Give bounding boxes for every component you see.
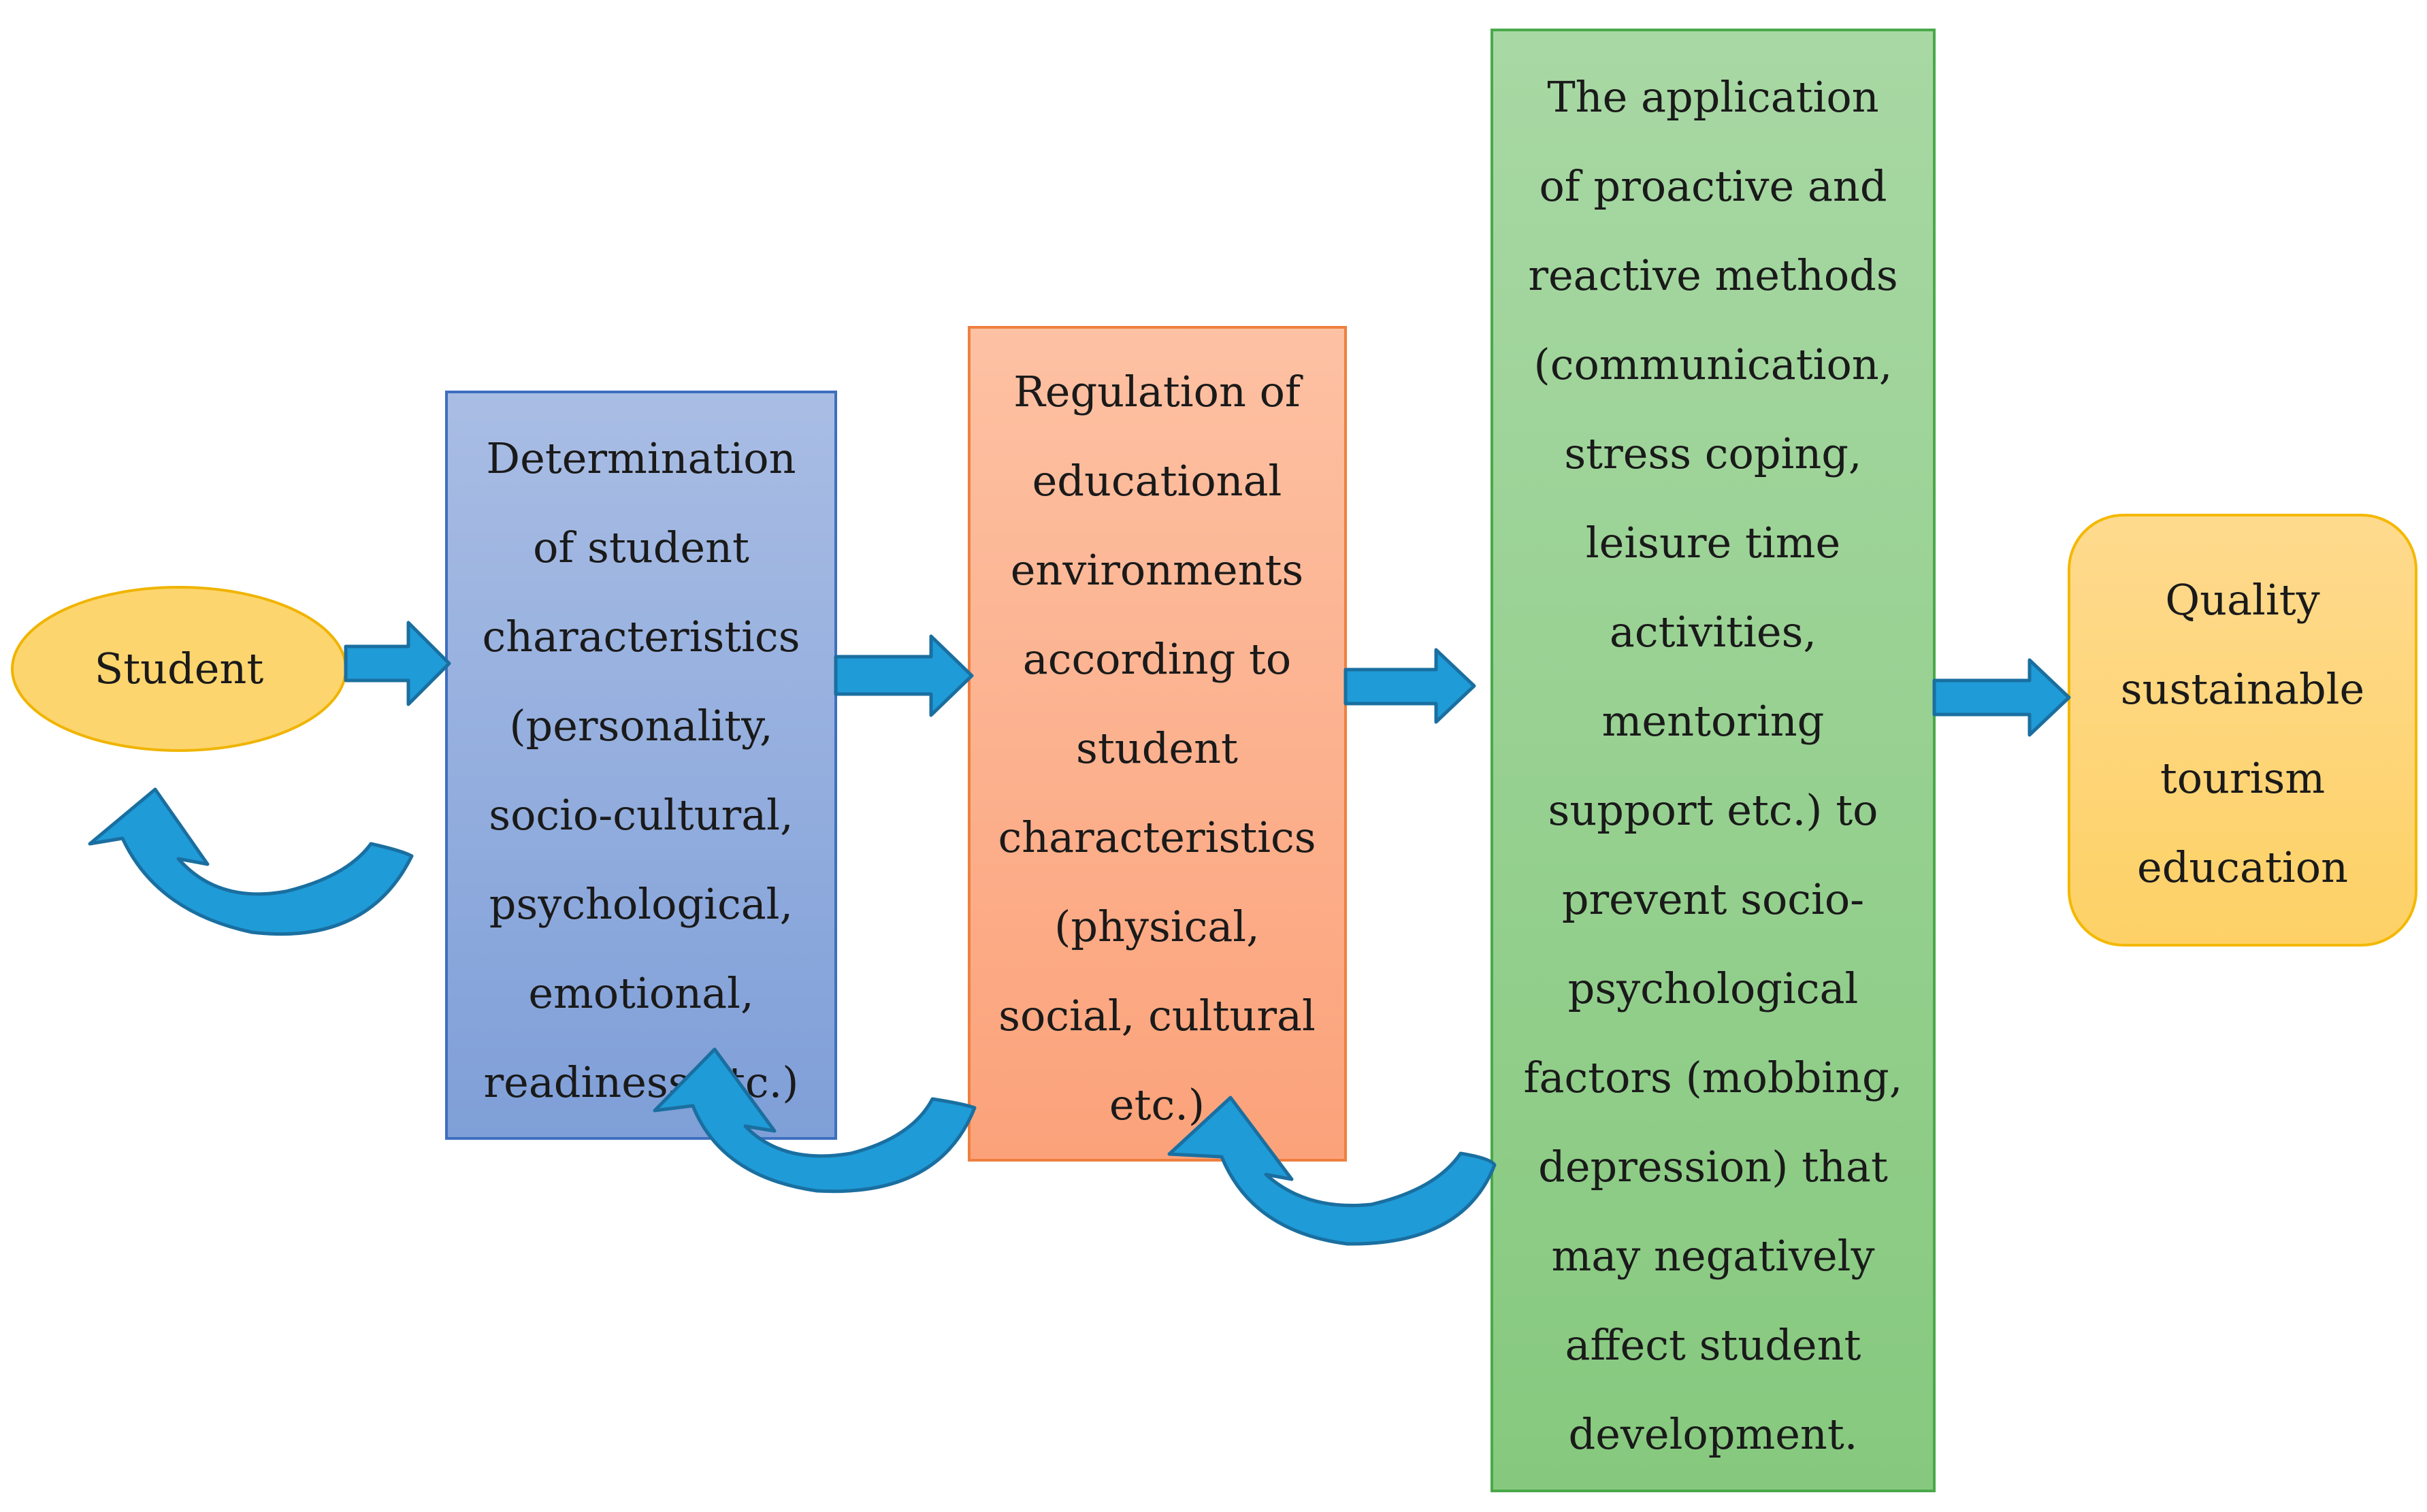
determination-label-line: Determination <box>486 433 796 483</box>
application-label-line: of proactive and <box>1539 161 1887 211</box>
regulation-label-line: etc.) <box>1109 1080 1205 1130</box>
application-label: The application of proactive and reactive … <box>1524 72 1903 1459</box>
application-label-line: leisure time <box>1586 518 1840 568</box>
regulation-label-line: environments <box>1011 545 1304 595</box>
regulation-box <box>968 326 1347 1162</box>
student-label: Student <box>95 644 264 693</box>
application-label-line: prevent socio- <box>1562 874 1864 924</box>
determination-label-line: emotional, <box>528 968 753 1018</box>
regulation-label-line: student <box>1076 723 1238 773</box>
determination-label-line: socio-cultural, <box>489 790 793 840</box>
application-label-line: support etc.) to <box>1548 785 1878 835</box>
application-label-line: activities, <box>1610 607 1817 657</box>
arrow-determination-to-regulation <box>834 634 974 717</box>
feedback-arrow-regulation-to-determination <box>653 1047 977 1194</box>
regulation-label-line: Regulation of <box>1013 367 1303 416</box>
application-label-line: reactive methods <box>1528 250 1897 300</box>
student-label-line: Student <box>95 644 264 693</box>
application-label-line: affect student <box>1565 1320 1861 1370</box>
determination-label-line: of student <box>533 523 749 572</box>
regulation-label: Regulation of educational environments acco… <box>998 367 1316 1130</box>
regulation-label-line: (physical, <box>1054 902 1260 951</box>
regulation-label-line: characteristics <box>998 812 1316 862</box>
application-label-line: The application <box>1547 72 1878 122</box>
regulation-label-line: social, cultural <box>998 991 1316 1040</box>
quality-label-line: tourism <box>2160 753 2325 803</box>
application-label-line: (communication, <box>1534 340 1893 389</box>
application-label-line: depression) that <box>1538 1142 1888 1191</box>
application-label-line: stress coping, <box>1564 429 1861 478</box>
determination-label: Determination of student characteristics (p… <box>482 433 800 1107</box>
quality-label: Quality sustainable tourism education <box>2121 575 2364 892</box>
determination-label-line: characteristics <box>482 612 800 661</box>
determination-label-line: psychological, <box>489 879 793 929</box>
determination-box <box>445 391 837 1140</box>
application-label-line: factors (mobbing, <box>1524 1053 1903 1102</box>
quality-label-line: education <box>2137 842 2348 892</box>
regulation-label-line: according to <box>1023 634 1291 684</box>
application-label-line: psychological <box>1568 964 1859 1013</box>
arrow-regulation-to-application <box>1343 648 1476 724</box>
feedback-arrow-determination-to-student <box>88 787 414 936</box>
application-label-line: development. <box>1569 1409 1858 1459</box>
arrow-application-to-quality <box>1932 658 2071 737</box>
quality-label-line: sustainable <box>2121 664 2364 714</box>
regulation-label-line: educational <box>1032 456 1282 506</box>
arrow-student-to-determination <box>344 621 451 706</box>
quality-label-line: Quality <box>2165 575 2319 625</box>
feedback-arrow-application-to-regulation <box>1167 1096 1497 1246</box>
application-label-line: may negatively <box>1551 1231 1874 1281</box>
quality-box <box>2068 514 2417 947</box>
application-box <box>1491 29 1936 1492</box>
determination-label-line: (personality, <box>509 701 772 751</box>
application-label-line: mentoring <box>1602 696 1825 746</box>
